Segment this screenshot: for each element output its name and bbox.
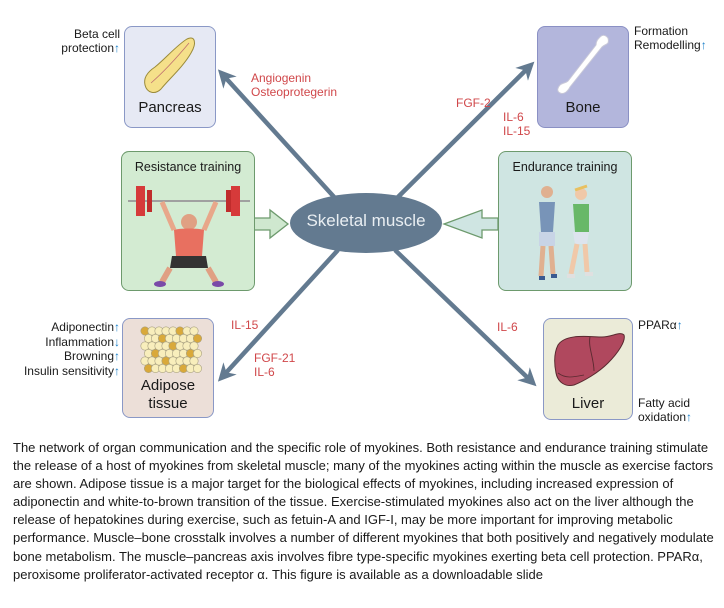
myokine-il-15: IL-15 [503,124,531,138]
figure-caption: The network of organ communication and t… [13,440,714,582]
fat-cell [189,326,199,336]
bone-effects: Formation Remodelling↑ [634,24,707,52]
myokine-il-6: IL-6 [503,110,524,124]
adipose-myokines-b: FGF-21 IL-6 [254,351,295,379]
fat-cell [189,341,199,351]
myokine-fgf-21: FGF-21 [254,351,296,365]
bone-box: Bone [537,26,629,128]
resistance-input-arrow [253,208,290,240]
liver-box: Liver [543,318,633,420]
up-arrow-icon: ↑ [114,363,120,378]
fat-cell [189,356,199,366]
up-arrow-icon: ↑ [700,38,707,52]
adipose-label-line-1: Adipose [140,377,196,394]
bone-effect-1: Formation [634,24,689,38]
myokine-angiogenin: Angiogenin [251,71,312,85]
pancreas-effect-1: Beta cell [73,27,120,41]
arrow-to-adipose [217,248,340,382]
pancreas-effect-2: protection↑ [61,41,120,55]
liver-effects-bottom: Fatty acid oxidation↑ [638,396,692,424]
myokine-osteoprotegerin: Osteoprotegerin [251,85,338,99]
endurance-training-box: Endurance training [498,151,632,291]
pancreas-box: Pancreas [124,26,216,128]
bone-myokines-b: IL-6 IL-15 [503,110,530,138]
arrow-to-pancreas [217,69,337,200]
adipose-box: Adipose tissue [122,318,214,418]
arrow-to-liver [393,248,537,387]
endurance-input-arrow [442,209,499,239]
weightlifter-icon [128,186,250,287]
arrow-to-bone [395,61,535,200]
up-arrow-icon: ↑ [114,41,120,55]
pancreas-icon [144,37,195,93]
myokine-il-6: IL-6 [497,320,518,334]
runners-icon [538,184,593,280]
bone-myokines-a: FGF-2 [456,96,491,110]
adipose-effect-browning: Browning↑ [63,349,120,363]
bone-effect-2: Remodelling↑ [634,38,707,52]
myokine-il-15: IL-15 [231,318,259,332]
fat-cell [193,334,203,343]
up-arrow-icon: ↑ [676,318,683,332]
liver-myokines: IL-6 [497,320,518,334]
pancreas-effects: Beta cell protection↑ [40,27,120,55]
up-arrow-icon: ↑ [114,320,120,334]
adipose-effect-inflammation: Inflammation↓ [45,334,120,349]
adipose-label: Adipose tissue [123,377,213,413]
pancreas-label: Pancreas [138,99,202,116]
adipose-effects: Adiponectin↑ Inflammation↓ Browning↑ Ins… [0,320,120,378]
myokine-network-diagram: Pancreas Beta cell protection↑ Angiogeni… [0,24,707,424]
liver-effect-ppar: PPARα↑ [638,318,683,332]
down-arrow-icon: ↓ [114,334,120,349]
bone-label: Bone [565,99,601,116]
adipose-label-line-2: tissue [148,395,188,412]
endurance-training-title: Endurance training [512,160,618,174]
skeletal-muscle-label: Skeletal muscle [306,211,426,230]
liver-label: Liver [571,395,605,412]
liver-effects-top: PPARα↑ [638,318,683,332]
fat-cell [193,363,203,373]
adipose-effect-insulin-sensitivity: Insulin sensitivity↑ [23,363,120,378]
resistance-training-title: Resistance training [134,160,242,174]
skeletal-muscle-node: Skeletal muscle [290,193,442,253]
myokine-il-6: IL-6 [254,365,275,379]
adipose-effect-adiponectin: Adiponectin↑ [51,320,120,334]
bone-icon [557,34,609,94]
adipose-myokines-a: IL-15 [231,318,258,332]
resistance-training-box: Resistance training [121,151,255,291]
myokine-fgf-2: FGF-2 [456,96,491,110]
up-arrow-icon: ↑ [686,410,693,424]
pancreas-myokines: Angiogenin Osteoprotegerin [251,71,337,99]
liver-icon [554,333,625,386]
up-arrow-icon: ↑ [114,349,120,363]
adipose-cells-icon [140,326,203,373]
liver-effect-fatty-acid: Fatty acid [638,396,691,410]
signal-arrows [217,61,537,387]
liver-effect-oxidation: oxidation↑ [638,410,693,424]
fat-cell [193,348,203,358]
